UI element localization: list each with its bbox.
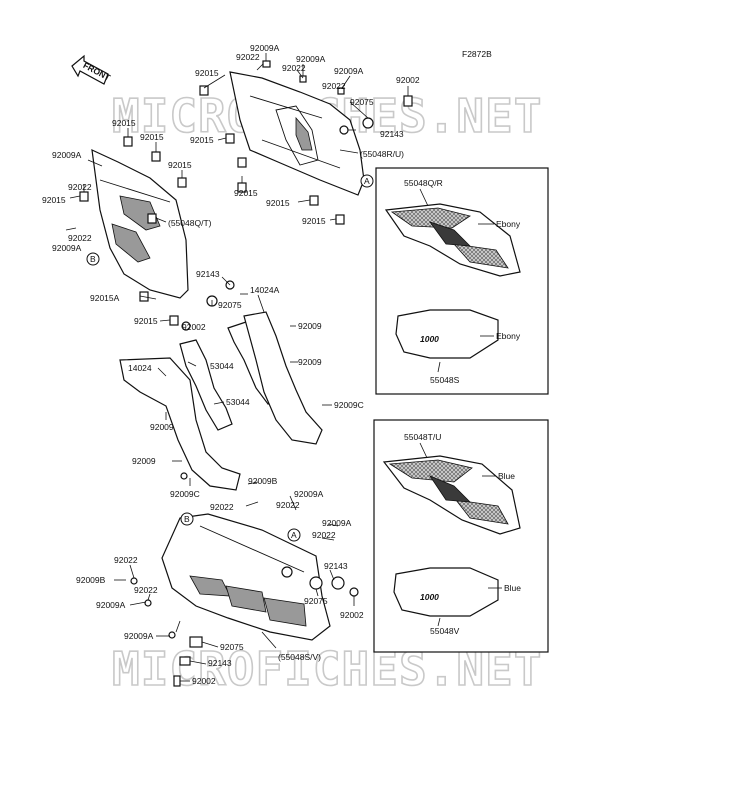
label-92002: 92002 bbox=[192, 676, 216, 686]
label-92075: 92075 bbox=[218, 300, 242, 310]
label-92022: 92022 bbox=[282, 63, 306, 73]
label-92143: 92143 bbox=[324, 561, 348, 571]
label-92009: 92009 bbox=[298, 357, 322, 367]
label-92009a: 92009A bbox=[52, 243, 82, 253]
svg-text:B: B bbox=[184, 514, 190, 524]
label-92009a: 92009A bbox=[322, 518, 352, 528]
label-92015: 92015 bbox=[195, 68, 219, 78]
part-labels: 92009A 92022 92009A 92022 92009A 92002 9… bbox=[42, 43, 420, 686]
label-92009: 92009 bbox=[298, 321, 322, 331]
panel-part-s: 55048S bbox=[430, 375, 460, 385]
panel-part-tu: 55048T/U bbox=[404, 432, 441, 442]
label-92022: 92022 bbox=[210, 502, 234, 512]
color-panel-ebony: 55048Q/R Ebony 1000 Ebony 55048S bbox=[375, 167, 549, 395]
label-92009c: 92009C bbox=[170, 489, 200, 499]
label-92002: 92002 bbox=[340, 610, 364, 620]
label-14024a: 14024A bbox=[250, 285, 280, 295]
panel-part-v: 55048V bbox=[430, 626, 460, 636]
label-14024: 14024 bbox=[128, 363, 152, 373]
color-panel-blue: 55048T/U Blue 1000 Blue 55048V bbox=[373, 419, 549, 653]
label-92009b: 92009B bbox=[248, 476, 278, 486]
label-92015a: 92015A bbox=[90, 293, 120, 303]
label-92009a: 92009A bbox=[250, 43, 280, 53]
label-92009b: 92009B bbox=[76, 575, 106, 585]
inner-panel-53044-a bbox=[179, 339, 233, 431]
label-92009a: 92009A bbox=[296, 54, 326, 64]
label-92009a: 92009A bbox=[294, 489, 324, 499]
label-92022: 92022 bbox=[68, 233, 92, 243]
label-92022: 92022 bbox=[114, 555, 138, 565]
inner-panel-14024 bbox=[119, 357, 241, 491]
decal-ebony: 1000 bbox=[395, 309, 499, 359]
svg-text:A: A bbox=[291, 530, 297, 540]
label-92075: 92075 bbox=[350, 97, 374, 107]
label-92143: 92143 bbox=[208, 658, 232, 668]
decal-text: 1000 bbox=[420, 592, 439, 602]
callout-b-left: B bbox=[86, 252, 100, 266]
fairing-graphic-blue bbox=[382, 455, 521, 535]
label-92143: 92143 bbox=[196, 269, 220, 279]
fasteners bbox=[79, 60, 413, 687]
panel-part-qr: 55048Q/R bbox=[404, 178, 443, 188]
label-92009a: 92009A bbox=[52, 150, 82, 160]
label-53044: 53044 bbox=[226, 397, 250, 407]
svg-text:A: A bbox=[364, 176, 370, 186]
leader-lines bbox=[65, 53, 409, 682]
label-92015: 92015 bbox=[168, 160, 192, 170]
label-55048sv: (55048S/V) bbox=[278, 652, 321, 662]
label-92002: 92002 bbox=[182, 322, 206, 332]
label-92009a: 92009A bbox=[96, 600, 126, 610]
label-92009c: 92009C bbox=[334, 400, 364, 410]
label-92015: 92015 bbox=[234, 188, 258, 198]
label-92015: 92015 bbox=[190, 135, 214, 145]
label-92015: 92015 bbox=[302, 216, 326, 226]
decal-blue: 1000 bbox=[393, 567, 499, 617]
callout-a-lower: A bbox=[287, 528, 301, 542]
label-92015: 92015 bbox=[140, 132, 164, 142]
label-92009: 92009 bbox=[132, 456, 156, 466]
label-92009: 92009 bbox=[150, 422, 174, 432]
decal-text: 1000 bbox=[420, 334, 439, 344]
panel-color-1: Ebony bbox=[496, 219, 521, 229]
panel-color-2: Ebony bbox=[496, 331, 521, 341]
panel-color-1: Blue bbox=[498, 471, 515, 481]
label-92022: 92022 bbox=[236, 52, 260, 62]
inner-panel-14024a bbox=[243, 311, 323, 445]
label-92143: 92143 bbox=[380, 129, 404, 139]
label-92015: 92015 bbox=[112, 118, 136, 128]
label-55048qt: (55048Q/T) bbox=[168, 218, 212, 228]
lower-cowl bbox=[161, 513, 331, 641]
label-92022: 92022 bbox=[312, 530, 336, 540]
label-92022: 92022 bbox=[134, 585, 158, 595]
label-53044: 53044 bbox=[210, 361, 234, 371]
label-92075: 92075 bbox=[304, 596, 328, 606]
svg-text:B: B bbox=[90, 254, 96, 264]
front-arrow: FRONT bbox=[71, 54, 113, 85]
label-92015: 92015 bbox=[42, 195, 66, 205]
label-92009a: 92009A bbox=[334, 66, 364, 76]
label-92022: 92022 bbox=[276, 500, 300, 510]
label-92015: 92015 bbox=[134, 316, 158, 326]
label-92022: 92022 bbox=[322, 81, 346, 91]
callout-b-lower: B bbox=[180, 512, 194, 526]
side-fairing-upper-right bbox=[229, 71, 365, 196]
panel-color-2: Blue bbox=[504, 583, 521, 593]
fairing-graphic-ebony bbox=[384, 203, 521, 277]
label-92009a: 92009A bbox=[124, 631, 154, 641]
label-92015: 92015 bbox=[266, 198, 290, 208]
label-55048ru: (55048R/U) bbox=[360, 149, 404, 159]
figure-code: F2872B bbox=[462, 49, 492, 59]
label-92002: 92002 bbox=[396, 75, 420, 85]
callout-a-upper: A bbox=[360, 174, 374, 188]
label-92022: 92022 bbox=[68, 182, 92, 192]
label-92075: 92075 bbox=[220, 642, 244, 652]
